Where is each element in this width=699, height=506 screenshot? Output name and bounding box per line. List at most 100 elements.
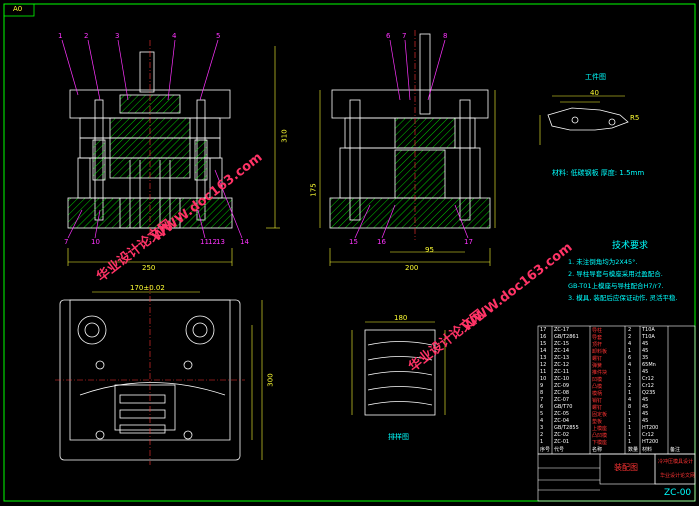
bom-cell: 1 [628,369,632,375]
front-callout-3: 3 [115,32,120,40]
bom-cell: 4 [540,418,544,424]
plan-dims [92,291,263,460]
bom-cell: GB/T2861 [554,334,579,340]
strip-title: 排样图 [388,433,409,441]
front-callout-5: 5 [216,32,221,40]
bom-cell: 14 [540,348,547,354]
bom-cell: 导套 [592,335,603,341]
front-callout-10: 10 [91,238,100,246]
front-callout-11: 11 [200,238,209,246]
side-callout-6: 6 [386,32,391,40]
bom-cell: 11 [540,369,547,375]
front-height-dim: 310 [280,129,289,143]
bom-cell: 凹模 [592,377,603,383]
bom-header-cell: 代号 [554,447,565,453]
side-dims [319,90,496,266]
bom-cell: 1 [540,439,544,445]
bom-cell: 17 [540,327,547,333]
tech-line: 2. 导柱导套与模座采用过盈配合. [568,270,663,278]
bom-cell: 上模座 [592,426,608,432]
bom-cell: 2 [628,383,632,389]
bom-cell: 1 [628,439,632,445]
workpiece-material: 材料: 低碳钢板 厚度: 1.5mm [552,169,645,177]
bom-cell: 1 [628,418,632,424]
bom-cell: ZC-04 [554,418,570,424]
bom-cell: 45 [642,348,649,354]
bom-header-cell: 序号 [540,447,551,453]
plan-width-dim: 170±0.02 [130,284,165,292]
bom-cell: Cr12 [642,376,654,382]
bom-cell: 5 [540,411,544,417]
tech-line: 1. 未注倒角均为2X45°. [568,258,638,266]
bom-cell: 6 [628,355,632,361]
bom-cell: ZC-13 [554,355,570,361]
bom-cell: 2 [628,327,632,333]
bom-cell: Cr12 [642,383,654,389]
strip-width-dim: 180 [394,314,408,322]
bom-cell: ZC-07 [554,397,570,403]
bom-cell: HT200 [642,439,659,445]
bom-cell: GB/T70 [554,404,573,410]
bom-cell: 凸模 [592,384,603,390]
bom-cell: ZC-08 [554,390,570,396]
bom-cell: 8 [628,404,632,410]
side-callout-15: 15 [349,238,358,246]
bom-cell: 1 [628,376,632,382]
bom-cell: 45 [642,404,649,410]
bom-cell: ZC-12 [554,362,570,368]
front-leaders [61,39,243,239]
bom-cell: GB/T2855 [554,425,579,431]
bom-cell: 4 [628,341,632,347]
bom-cell: Cr12 [642,432,654,438]
front-callout-13: 13 [216,238,225,246]
front-callout-1: 1 [58,32,63,40]
workpiece-drawing [547,107,629,131]
plan-height-dim: 300 [266,373,275,387]
bom-cell: 35 [642,355,649,361]
strip-dims [351,321,446,415]
workpiece-dim-1: 40 [590,89,599,97]
front-callout-4: 4 [172,32,177,40]
size-tag: A0 [13,5,23,13]
bom-cell: 弹簧 [592,363,603,369]
workpiece-dims [539,95,625,145]
side-callout-7: 7 [402,32,407,40]
bom-cell: 下模座 [592,440,608,446]
bom-cell: 8 [540,390,544,396]
bom-cell: 7 [540,397,544,403]
bom-cell: 固定板 [592,412,608,418]
side-width-dim: 200 [405,264,419,272]
bom-cell: 45 [642,369,649,375]
bom-cell: 9 [540,383,544,389]
bom-cell: 45 [642,397,649,403]
bom-cell: ZC-09 [554,383,570,389]
bom-cell: 1 [628,425,632,431]
bom-cell: ZC-15 [554,341,570,347]
bom-cell: 1 [628,390,632,396]
bom-cell: HT200 [642,425,659,431]
bom-cell: 2 [540,432,544,438]
bom-cell: 15 [540,341,547,347]
bom-cell: ZC-17 [554,327,570,333]
bom-cell: 卸料板 [592,349,608,355]
bom-cell: 45 [642,418,649,424]
bom-header-cell: 备注 [670,447,681,453]
bom-cell: ZC-11 [554,369,570,375]
title-block-school: 华业设计论文网 [660,473,696,479]
bom-cell: 垫板 [592,419,603,425]
bom-cell: 65Mn [642,362,656,368]
bom-cell: 模柄 [592,391,603,397]
bom-cell: 导柱 [592,328,603,334]
bom-cell: 2 [628,334,632,340]
front-dims [67,46,280,266]
side-inner-dim: 95 [425,246,434,254]
bom-cell: 螺钉 [592,405,603,411]
bom-cell: ZC-01 [554,439,570,445]
sheet-border [3,3,696,502]
bom-cell: 1 [628,411,632,417]
front-width-dim: 250 [142,264,156,272]
tech-title: 技术要求 [612,241,649,251]
workpiece-title: 工件图 [585,73,606,81]
bom-cell: 销钉 [592,398,603,404]
